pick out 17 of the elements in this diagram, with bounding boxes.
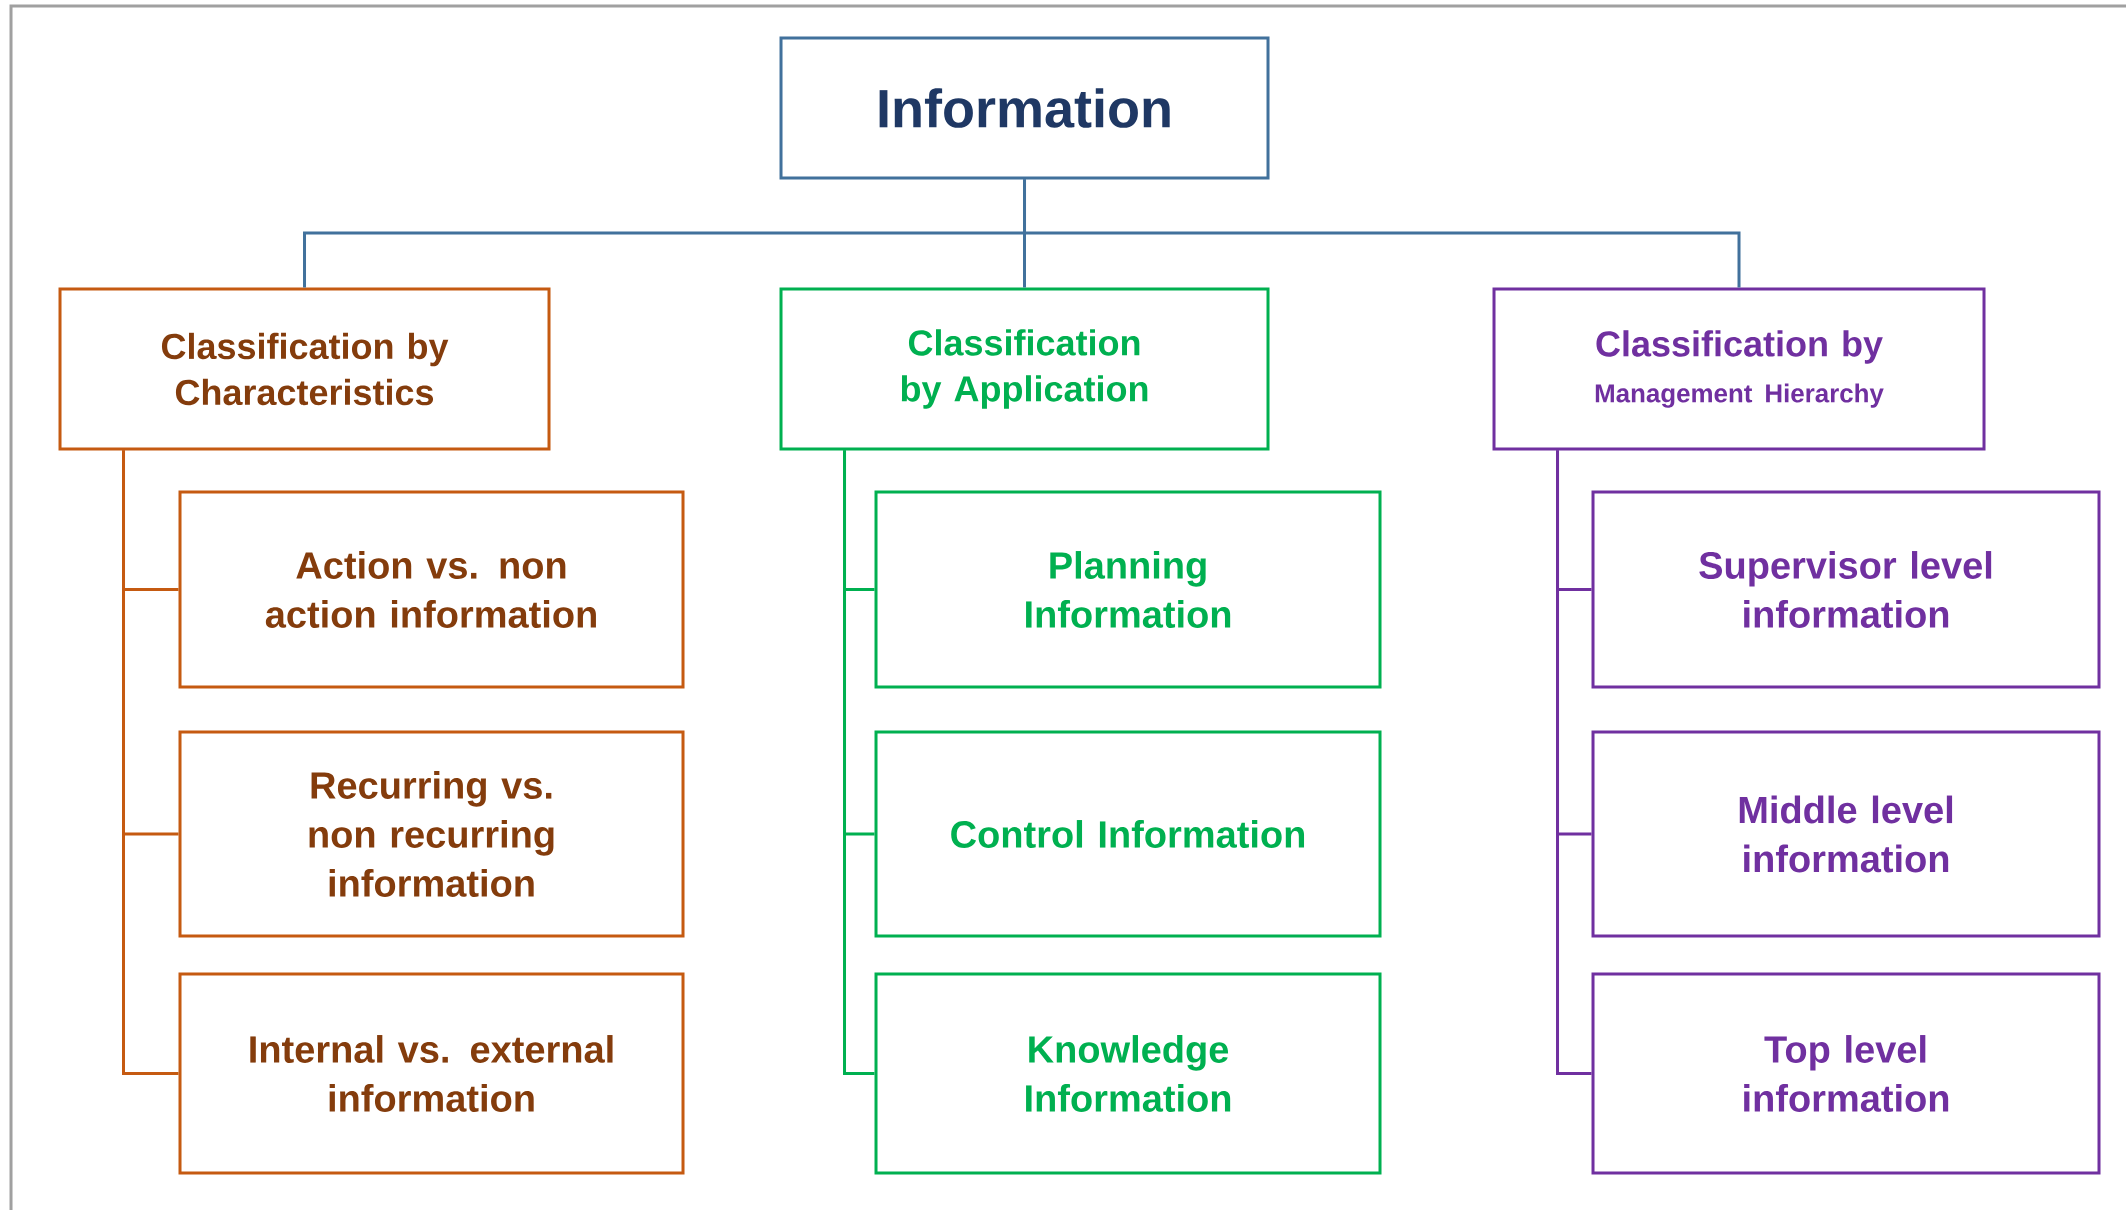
category-box: Classification by Management Hierarchy xyxy=(1492,287,1986,451)
category-box: Planning Information xyxy=(874,490,1382,689)
connector-line xyxy=(843,450,875,1075)
category-box: Recurring vs. non recurring information xyxy=(178,730,685,938)
category-box: Middle level information xyxy=(1591,730,2101,938)
title-box: Information xyxy=(779,36,1270,180)
connector-line xyxy=(1556,450,1592,1075)
connector-line xyxy=(1023,179,1741,288)
category-box: Internal vs. external information xyxy=(178,972,685,1175)
category-box: Classification by Application xyxy=(779,287,1270,451)
category-box: Supervisor level information xyxy=(1591,490,2101,689)
connector-line xyxy=(122,450,179,1075)
category-box: Action vs. non action information xyxy=(178,490,685,689)
category-box: Knowledge Information xyxy=(874,972,1382,1175)
category-box: Control Information xyxy=(874,730,1382,938)
category-box: Top level information xyxy=(1591,972,2101,1175)
category-box: Classification by Characteristics xyxy=(58,287,551,451)
